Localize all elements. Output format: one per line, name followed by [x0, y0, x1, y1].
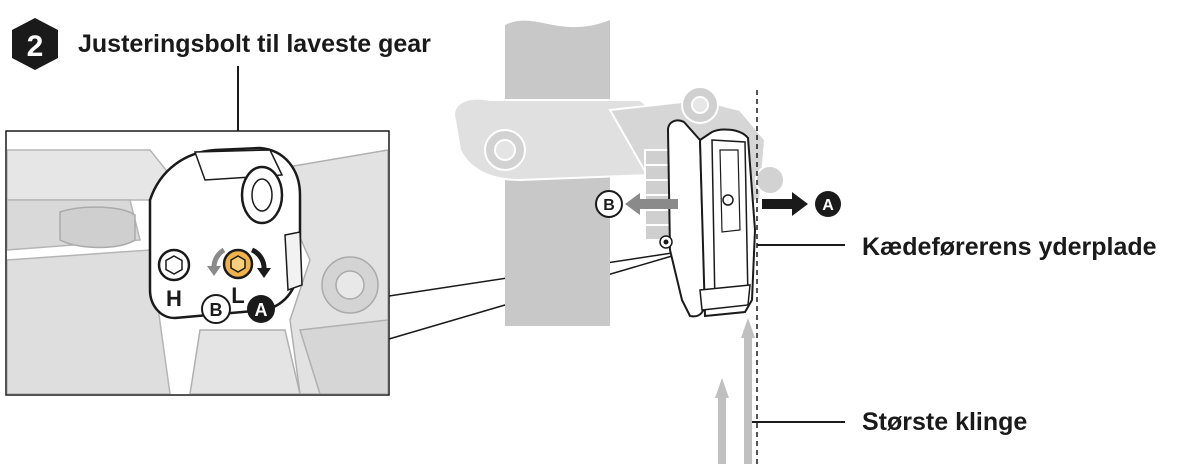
- direction-arrow-b: B: [595, 190, 678, 218]
- step-number: 2: [27, 30, 44, 63]
- svg-text:A: A: [255, 300, 268, 320]
- detail-marker-b: [201, 294, 231, 324]
- chain-guide: [659, 119, 757, 318]
- largest-ring-label: Største klinge: [862, 408, 1028, 436]
- largest-chainring: [715, 318, 755, 464]
- outer-plate-label: Kædeførerens yderplade: [862, 233, 1157, 261]
- svg-text:B: B: [603, 197, 615, 214]
- bolt-high-label: H: [166, 286, 182, 311]
- svg-text:B: B: [210, 300, 223, 320]
- step-badge: 2: [12, 18, 58, 70]
- detail-inset: H L B A: [5, 130, 390, 396]
- direction-arrow-a: A: [762, 191, 841, 217]
- svg-text:A: A: [822, 197, 834, 214]
- bolt-low-label: L: [231, 283, 244, 308]
- detail-marker-a: [247, 295, 275, 323]
- diagram-title: Justeringsbolt til laveste gear: [78, 30, 431, 58]
